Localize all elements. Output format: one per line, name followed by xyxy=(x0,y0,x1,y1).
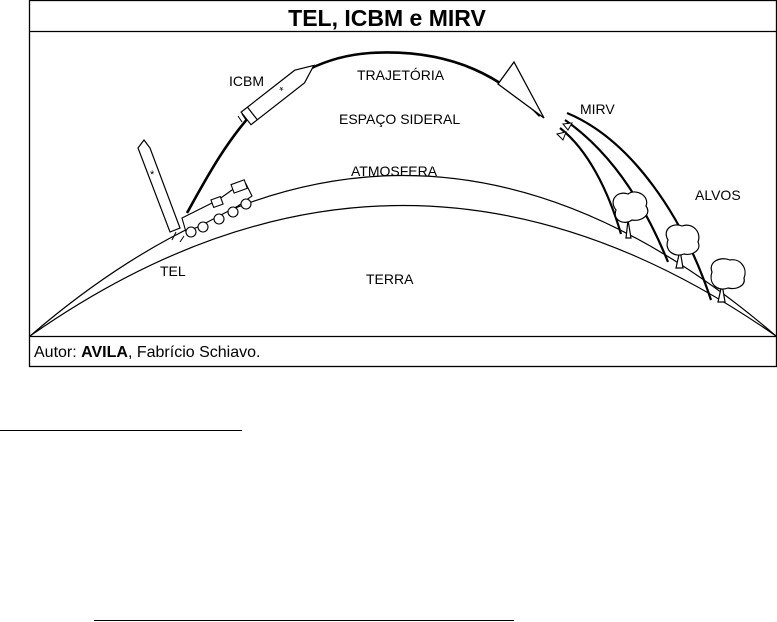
author-surname: AVILA xyxy=(81,344,128,361)
label-tel: TEL xyxy=(160,263,186,279)
figure-title: TEL, ICBM e MIRV xyxy=(288,5,486,31)
bottom-rule xyxy=(94,620,514,621)
author-prefix: Autor: xyxy=(34,344,81,361)
label-icbm: ICBM xyxy=(229,73,264,89)
label-space: ESPAÇO SIDERAL xyxy=(339,111,460,127)
label-trajectory: TRAJETÓRIA xyxy=(357,67,445,83)
author-credit: Autor: AVILA, Fabrício Schiavo. xyxy=(34,344,260,361)
figure-frame xyxy=(30,1,777,367)
svg-text:*: * xyxy=(150,169,155,181)
footnote-rule xyxy=(0,430,242,431)
label-targets: ALVOS xyxy=(695,187,741,203)
label-earth: TERRA xyxy=(366,271,414,287)
label-atmosphere: ATMOSFERA xyxy=(351,163,438,179)
label-mirv: MIRV xyxy=(580,101,615,117)
author-given-name: , Fabrício Schiavo. xyxy=(128,344,261,361)
